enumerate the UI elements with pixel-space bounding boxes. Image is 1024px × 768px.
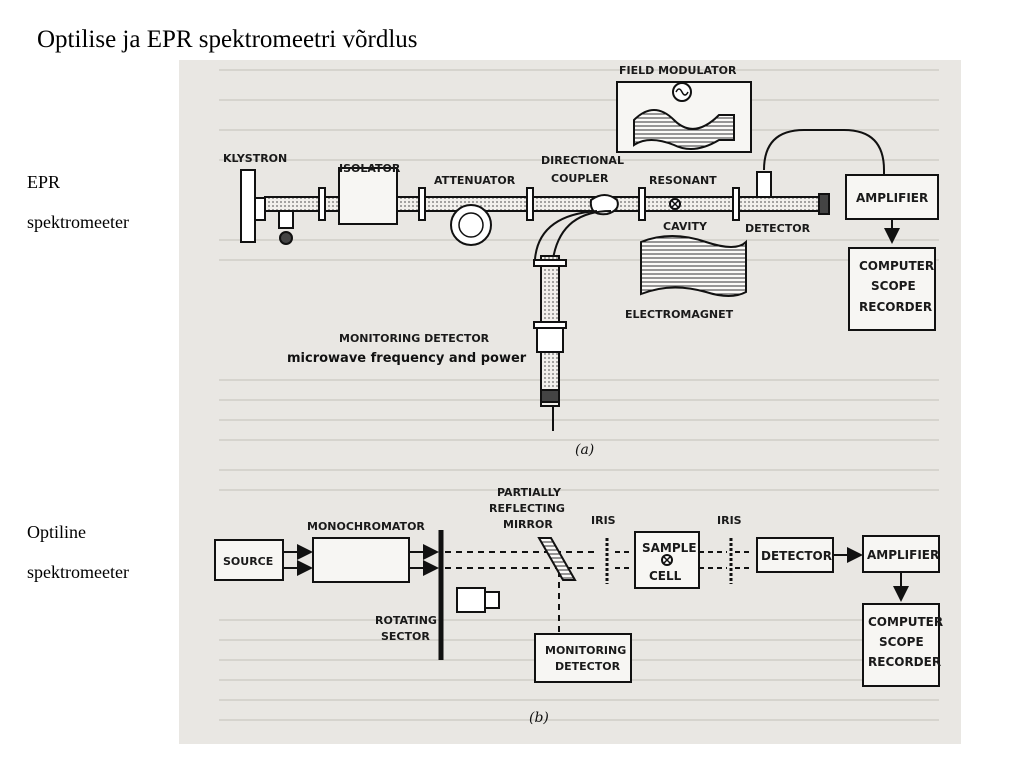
computer-label-a: COMPUTER <box>859 259 934 273</box>
computer-box-a <box>848 247 936 331</box>
scope-label-b: SCOPE <box>879 635 924 649</box>
monochromator-label: MONOCHROMATOR <box>307 520 425 533</box>
isolator-box <box>338 167 398 225</box>
spectrometer-diagram-svg: FIELD MODULATOR KLYSTRON ISOLATOR ATTENU… <box>214 64 943 726</box>
diagram-b <box>214 530 940 687</box>
modulation-coil <box>633 109 735 150</box>
epr-label-line1: EPR <box>27 172 61 192</box>
sector-motor <box>456 587 486 613</box>
source-label: SOURCE <box>223 555 273 568</box>
mirror-label: MIRROR <box>503 518 553 531</box>
iris-1-label: IRIS <box>591 514 616 527</box>
amplifier-label-a: AMPLIFIER <box>856 191 928 205</box>
scope-label-a: SCOPE <box>871 279 916 293</box>
caption-b: (b) <box>529 710 549 726</box>
amplifier-box-a <box>845 174 939 220</box>
cell-label: CELL <box>649 569 682 583</box>
electromagnet <box>640 235 747 297</box>
optical-label-line1: Optiline <box>27 522 86 542</box>
caption-a: (a) <box>575 442 594 458</box>
slide-title: Optilise ja EPR spektromeetri võrdlus <box>37 26 418 53</box>
partially-reflecting-mirror <box>537 537 577 581</box>
electromagnet-label: ELECTROMAGNET <box>625 308 734 321</box>
scanned-figure: FIELD MODULATOR KLYSTRON ISOLATOR ATTENU… <box>179 60 961 744</box>
recorder-label-b: RECORDER <box>868 655 941 669</box>
computer-label-b: COMPUTER <box>868 615 943 629</box>
recorder-label-a: RECORDER <box>859 300 932 314</box>
amplifier-box-b <box>862 535 940 573</box>
epr-label-line2: spektromeeter <box>27 212 129 232</box>
detector-label-a: DETECTOR <box>745 222 811 235</box>
cavity-label: CAVITY <box>663 220 708 233</box>
source-box <box>214 539 284 581</box>
reflecting-label: REFLECTING <box>489 502 565 515</box>
sample-label: SAMPLE <box>642 541 697 555</box>
diagram-a <box>240 81 939 431</box>
monitoring-detector-box <box>534 633 632 683</box>
klystron-label: KLYSTRON <box>223 152 287 165</box>
monitoring-detector-label-b: DETECTOR <box>555 660 621 673</box>
field-modulator-label: FIELD MODULATOR <box>619 64 737 77</box>
isolator-label: ISOLATOR <box>339 162 401 175</box>
background-text-lines <box>219 69 939 721</box>
rotating-label: ROTATING <box>375 614 437 627</box>
detector-label-b: DETECTOR <box>761 549 832 563</box>
coupler-label: COUPLER <box>551 172 609 185</box>
sector-label: SECTOR <box>381 630 430 643</box>
monochromator-box <box>312 537 410 583</box>
amplifier-label-b: AMPLIFIER <box>867 548 939 562</box>
monitoring-label: MONITORING <box>545 644 626 657</box>
detector-cable <box>763 129 885 180</box>
attenuator-label: ATTENUATOR <box>434 174 516 187</box>
computer-box-b <box>862 603 940 687</box>
klystron-body <box>240 169 256 243</box>
monitoring-detector-label-a: MONITORING DETECTOR <box>339 332 490 345</box>
iris-2-label: IRIS <box>717 514 742 527</box>
attenuator-dial <box>450 204 492 246</box>
resonant-label: RESONANT <box>649 174 717 187</box>
detector-mount <box>756 171 772 198</box>
optical-label-line2: spektromeeter <box>27 562 129 582</box>
microwave-label: microwave frequency and power <box>287 351 527 366</box>
directional-label: DIRECTIONAL <box>541 154 624 167</box>
partially-label: PARTIALLY <box>497 486 562 499</box>
